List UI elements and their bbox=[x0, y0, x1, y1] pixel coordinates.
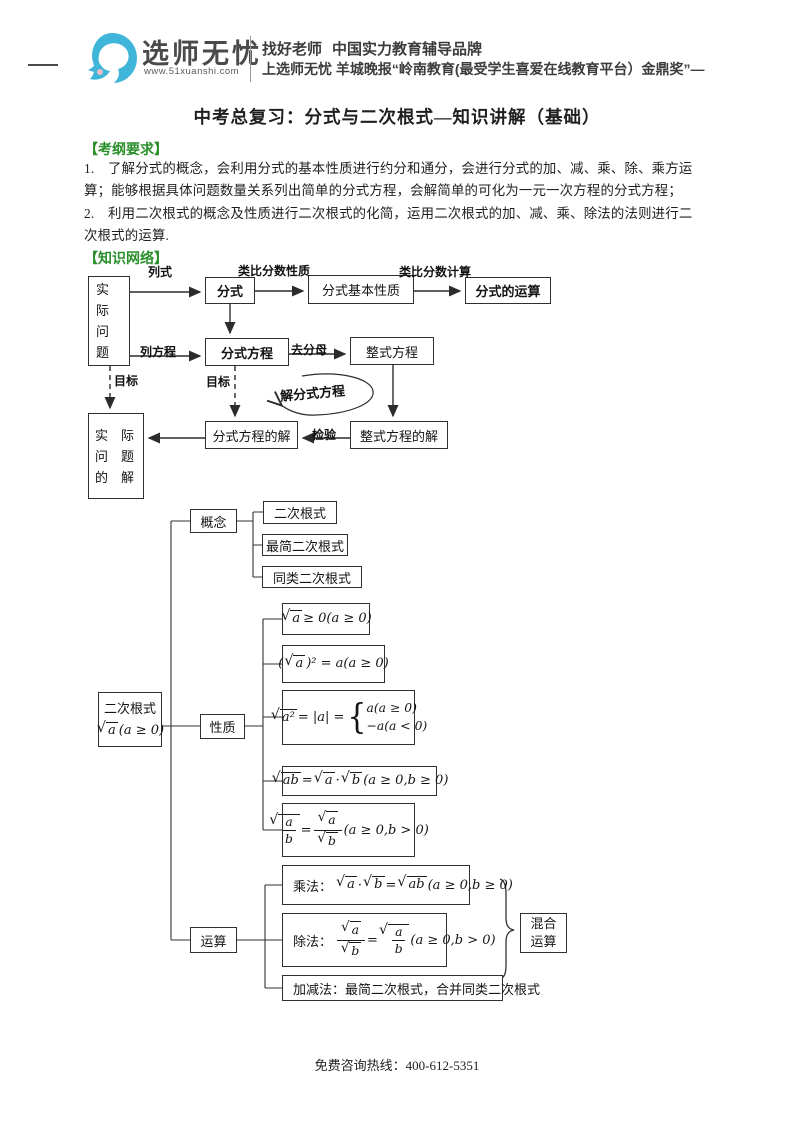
label-analogy-fraction-properties: 类比分数性质 bbox=[238, 264, 311, 278]
label-solve-fractional-equation: 解分式方程 bbox=[279, 383, 346, 404]
flowchart2-box-properties: 性质 bbox=[200, 714, 245, 739]
formula-box-product-rule: √ab = √a·√b(a ≥ 0,b ≥ 0) bbox=[272, 766, 448, 796]
slogan-find-teacher: 找好老师 bbox=[262, 41, 323, 58]
header-divider bbox=[250, 36, 251, 82]
brand-website: www.51xuanshi.com bbox=[144, 66, 240, 77]
label-check: 检验 bbox=[312, 428, 337, 442]
dolphin-logo-icon bbox=[88, 33, 137, 83]
flowchart1-box-fraction-operations: 分式的运算 bbox=[465, 277, 551, 304]
flowchart1-box-basic-properties: 分式基本性质 bbox=[308, 275, 414, 304]
flowchart1-box-integral-equation: 整式方程 bbox=[350, 337, 434, 365]
section-header-outline: 【考纲要求】 bbox=[84, 143, 168, 158]
flowchart2-box-mixed-operations: 混合运算 bbox=[520, 913, 567, 953]
formula-root-of-square: √a² = |a| = {a(a ≥ 0)−a(a < 0) bbox=[270, 696, 428, 738]
box-line: 的 解 bbox=[95, 469, 135, 485]
flowchart2-box-concept: 概念 bbox=[190, 509, 237, 533]
flowchart2-box-operations: 运算 bbox=[190, 927, 237, 953]
section-header-network: 【知识网络】 bbox=[84, 252, 168, 267]
box-line: 际 bbox=[96, 303, 110, 318]
formula-box-root-of-square: √a² = |a| = {a(a ≥ 0)−a(a < 0) bbox=[271, 690, 427, 745]
formula-box-nonnegative: √a ≥ 0(a ≥ 0) bbox=[281, 603, 372, 635]
box-line: 实 际 bbox=[95, 427, 135, 443]
formula-product-rule: √ab = √a·√b(a ≥ 0,b ≥ 0) bbox=[271, 770, 449, 789]
decorative-dash-left bbox=[28, 64, 58, 66]
flowchart2-box-quadratic-radical: 二次根式 bbox=[263, 501, 337, 524]
flowchart2-box-like-radicals: 同类二次根式 bbox=[262, 566, 362, 588]
flowchart1-box-fractional-equation: 分式方程 bbox=[205, 338, 289, 366]
requirement-line: 1. 了解分式的概念，会利用分式的基本性质进行约分和通分，会进行分式的加、减、乘… bbox=[84, 161, 693, 176]
box-line: 问 bbox=[96, 324, 110, 339]
formula-box-square-of-root: (√a)² = a(a ≥ 0) bbox=[278, 645, 389, 683]
box-line: 混合 bbox=[530, 916, 557, 931]
flowchart1-box-practical-problem-solution: 实 际问 题的 解 bbox=[88, 413, 144, 499]
flowchart1-box-practical-problem: 实际问题 bbox=[88, 276, 130, 366]
label-analogy-fraction-calculation: 类比分数计算 bbox=[399, 265, 472, 279]
header-slogan-line2: 上选师无忧 羊城晚报“岭南教育(最受学生喜爱在线教育平台）金鼎奖”— bbox=[262, 61, 705, 77]
requirement-line: 次根式的运算. bbox=[84, 228, 170, 243]
flowchart1-box-integral-equation-solution: 整式方程的解 bbox=[350, 421, 448, 449]
requirement-line: 2. 利用二次根式的概念及性质进行二次根式的化简，运用二次根式的加、减、乘、除法… bbox=[84, 206, 693, 221]
header-slogan-line1: 找好老师中国实力教育辅导品牌 bbox=[262, 38, 482, 59]
box-line: 实 bbox=[96, 282, 110, 297]
label-clear-denominator: 去分母 bbox=[291, 343, 328, 357]
page-title: 中考总复习：分式与二次根式—知识讲解（基础） bbox=[193, 107, 601, 127]
root-formula: √a(a ≥ 0) bbox=[96, 719, 165, 738]
formula-square-of-root: (√a)² = a(a ≥ 0) bbox=[278, 653, 389, 672]
formula-nonnegative: √a ≥ 0(a ≥ 0) bbox=[281, 608, 372, 627]
label-set-up-expression: 列式 bbox=[148, 265, 173, 279]
requirement-line: 算；能够根据具体问题数量关系列出简单的分式方程，会解简单的可化为一元一次方程的分… bbox=[84, 183, 682, 198]
flowchart1-box-fractional-equation-solution: 分式方程的解 bbox=[205, 421, 298, 449]
flowchart2-root-quadratic-radical: 二次根式 √a(a ≥ 0) bbox=[96, 692, 165, 747]
flowchart1-box-fraction: 分式 bbox=[205, 277, 255, 304]
slogan-brand-claim: 中国实力教育辅导品牌 bbox=[332, 41, 483, 58]
label-goal-middle: 目标 bbox=[206, 375, 231, 389]
brand-name: 选师无忧 bbox=[142, 39, 262, 69]
formula-addition-subtraction: 加减法：最简二次根式，合并同类二次根式 bbox=[293, 982, 541, 998]
box-line: 问 题 bbox=[95, 448, 135, 464]
formula-box-multiplication: 乘法：√a·√b = √ab(a ≥ 0,b ≥ 0) bbox=[282, 865, 513, 905]
formula-box-addition-subtraction: 加减法：最简二次根式，合并同类二次根式 bbox=[282, 975, 540, 1001]
root-title: 二次根式 bbox=[103, 700, 156, 716]
box-line: 运算 bbox=[530, 934, 557, 949]
formula-multiplication: 乘法：√a·√b = √ab(a ≥ 0,b ≥ 0) bbox=[293, 874, 513, 895]
label-set-up-equation: 列方程 bbox=[140, 345, 177, 359]
footer-hotline: 免费咨询热线：400-612-5351 bbox=[314, 1058, 480, 1073]
label-goal-left: 目标 bbox=[114, 374, 139, 388]
box-line: 题 bbox=[96, 345, 110, 360]
flowchart2-box-simplest-radical: 最简二次根式 bbox=[262, 534, 348, 556]
